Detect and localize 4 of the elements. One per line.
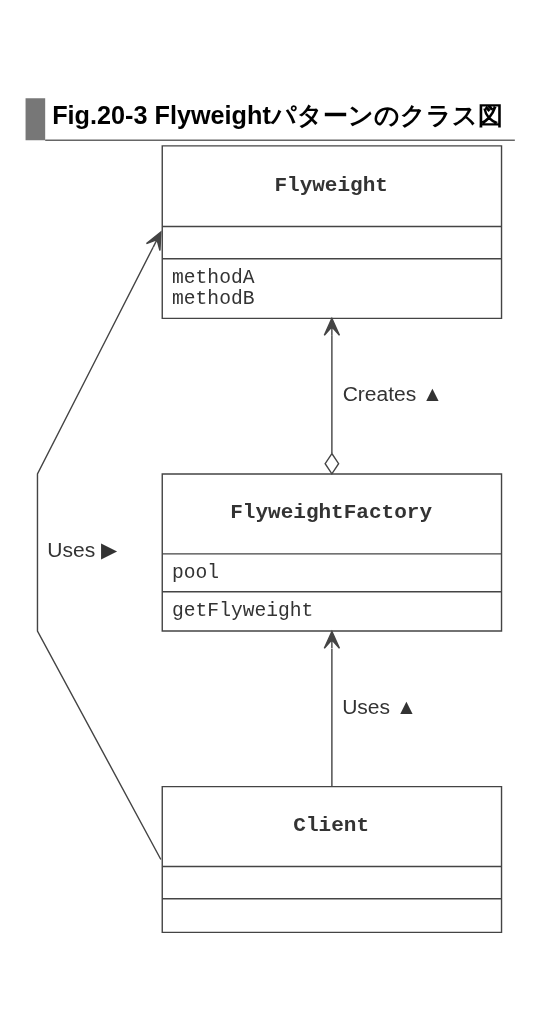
edge-label: Creates ▲ [342,381,443,405]
edge-label: Uses ▶ [47,537,118,561]
edge-label: Uses ▲ [342,694,417,718]
diagram-title: Fig.20-3 Flyweightパターンのクラス図 [52,100,503,129]
